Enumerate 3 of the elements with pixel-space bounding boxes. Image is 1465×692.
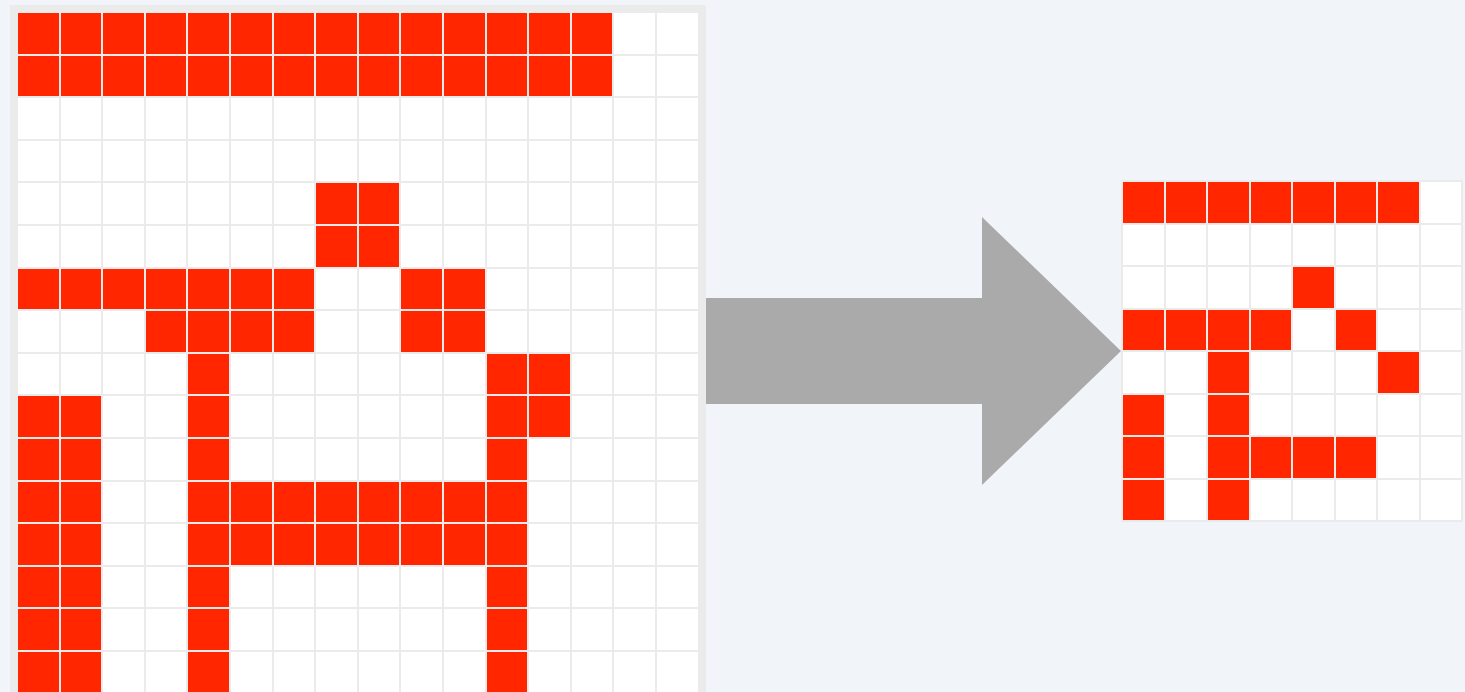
block-arrow: [705, 217, 1121, 485]
pixel-grid-drawing: [10, 5, 706, 692]
pixel-grid-drawing: [1121, 180, 1463, 522]
